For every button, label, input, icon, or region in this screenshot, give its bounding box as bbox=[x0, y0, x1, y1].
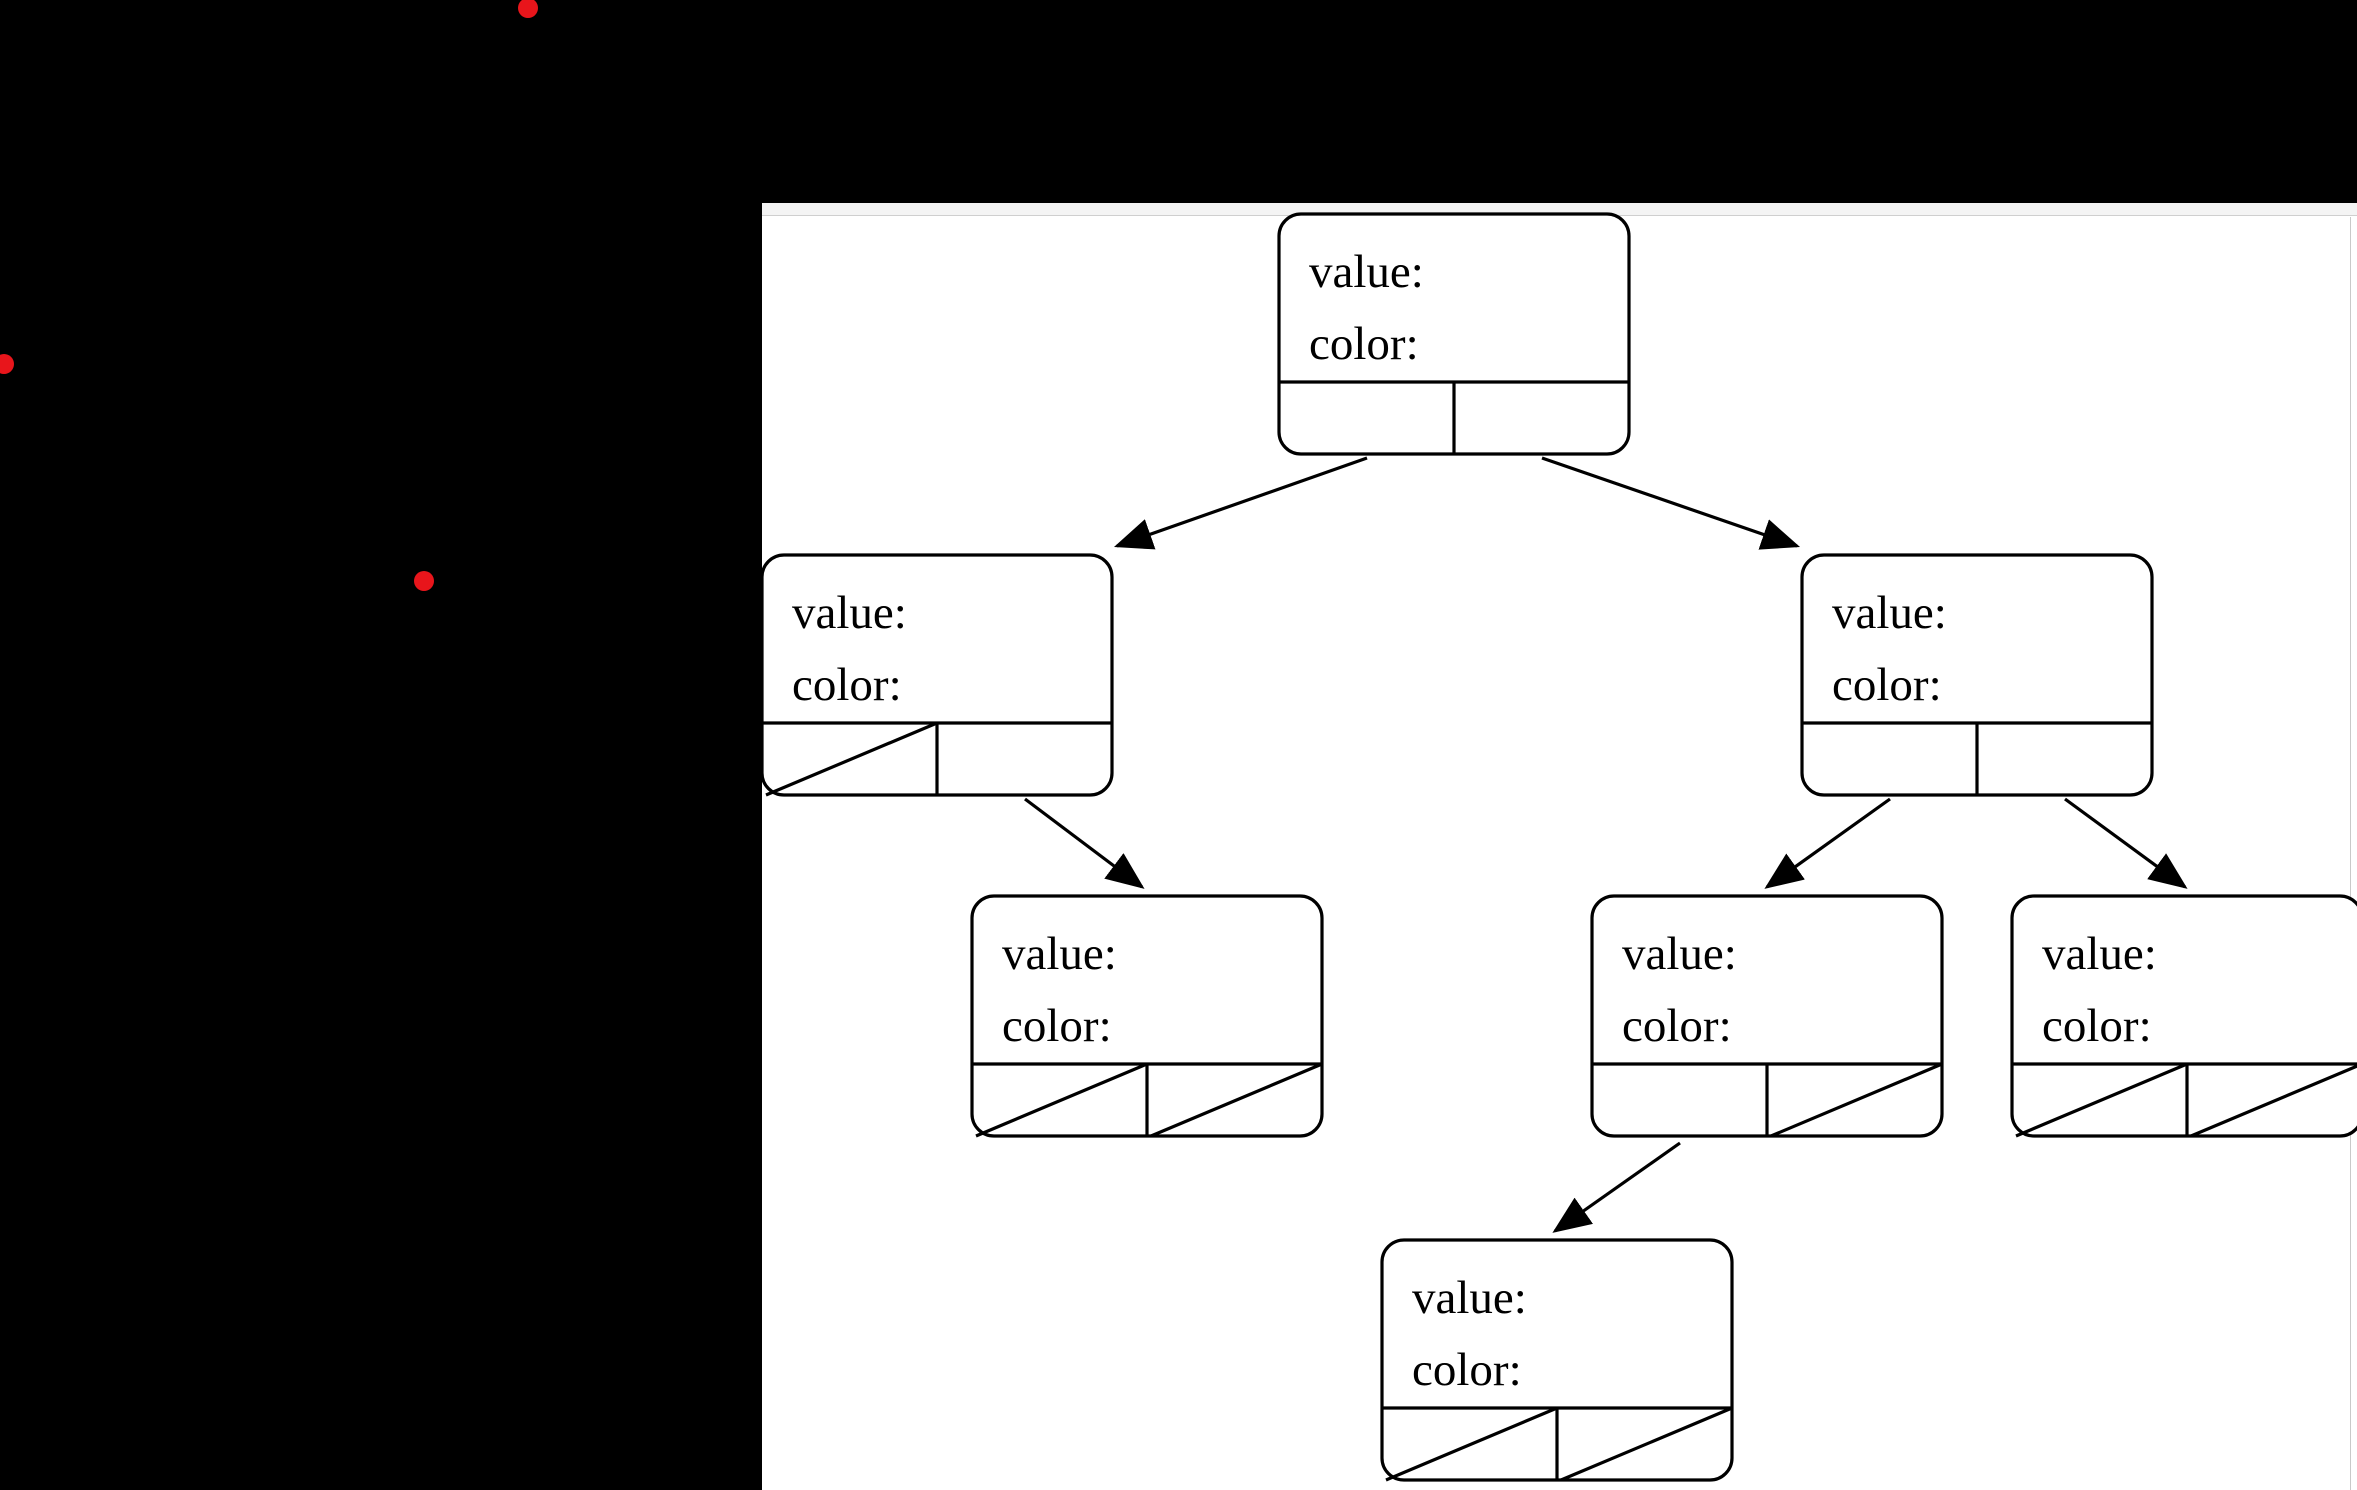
tree-node-right-right-left-null-slash bbox=[2015, 1062, 2188, 1138]
tree-node-deep-right-null-slash bbox=[1560, 1406, 1733, 1482]
tree-node-left-value-label: value: bbox=[792, 587, 907, 639]
tree-node-left-right-left-null-slash bbox=[975, 1062, 1148, 1138]
edge-root-right-line bbox=[1541, 456, 1801, 550]
tree-node-deep-color-label: color: bbox=[1412, 1344, 1522, 1396]
edge-left-right-line bbox=[1024, 797, 1145, 889]
tree-node-right-value-label: value: bbox=[1832, 587, 1947, 639]
tree-node-left-right-value-label: value: bbox=[1002, 928, 1117, 980]
tree-node-root-color-label: color: bbox=[1309, 318, 1419, 370]
tree-node-right-left-value-label: value: bbox=[1622, 928, 1737, 980]
tree-node-right-right[interactable]: value: color: bbox=[2010, 894, 2357, 1138]
edge-right-right bbox=[2064, 797, 2188, 889]
tree-node-right-right-value-label: value: bbox=[2042, 928, 2157, 980]
tree-node-left-color-label: color: bbox=[792, 659, 902, 711]
nodes-layer: value:color:value:color:value:color:valu… bbox=[762, 212, 2357, 1482]
tree-node-right-left-right-null-slash bbox=[1770, 1062, 1943, 1138]
marker-dot-left bbox=[0, 354, 14, 374]
tree-node-left-right[interactable]: value: color: bbox=[970, 894, 1324, 1138]
binary-tree-diagram: value:color:value:color:value:color:valu… bbox=[762, 212, 2357, 1482]
edge-left-right bbox=[1024, 797, 1145, 889]
marker-dot-top bbox=[518, 0, 538, 18]
tree-node-left-left-null-slash bbox=[765, 721, 938, 797]
edge-right-left bbox=[1764, 797, 1891, 889]
tree-node-left-right-right-null-slash bbox=[1150, 1062, 1323, 1138]
tree-node-deep[interactable]: value: color: bbox=[1380, 1238, 1734, 1482]
tree-node-deep-left-null-slash bbox=[1385, 1406, 1558, 1482]
tree-node-root-value-label: value: bbox=[1309, 246, 1424, 298]
marker-dot-middle bbox=[414, 571, 434, 591]
canvas-right-rule bbox=[2350, 217, 2351, 1490]
tree-node-right-color-label: color: bbox=[1832, 659, 1942, 711]
tree-node-right-right-right-null-slash bbox=[2190, 1064, 2357, 1138]
edges-layer bbox=[1024, 456, 2188, 1233]
edge-rightleft-deep-line bbox=[1552, 1141, 1681, 1233]
tree-node-right-left-color-label: color: bbox=[1622, 1000, 1732, 1052]
edge-right-left-line bbox=[1764, 797, 1891, 889]
edge-rightleft-deep bbox=[1552, 1141, 1681, 1233]
tree-node-left-right-color-label: color: bbox=[1002, 1000, 1112, 1052]
tree-node-left[interactable]: value: color: bbox=[762, 553, 1114, 797]
tree-node-root[interactable]: value: color: bbox=[1277, 212, 1631, 456]
tree-node-right-left[interactable]: value: color: bbox=[1590, 894, 1944, 1138]
tree-node-right[interactable]: value: color: bbox=[1800, 553, 2154, 797]
tree-node-deep-value-label: value: bbox=[1412, 1272, 1527, 1324]
edge-right-right-line bbox=[2064, 797, 2188, 889]
diagram-canvas[interactable]: value:color:value:color:value:color:valu… bbox=[762, 203, 2357, 1490]
edge-root-left-line bbox=[1113, 456, 1368, 550]
edge-root-right bbox=[1541, 456, 1801, 550]
edge-root-left bbox=[1113, 456, 1368, 550]
tree-node-right-right-color-label: color: bbox=[2042, 1000, 2152, 1052]
